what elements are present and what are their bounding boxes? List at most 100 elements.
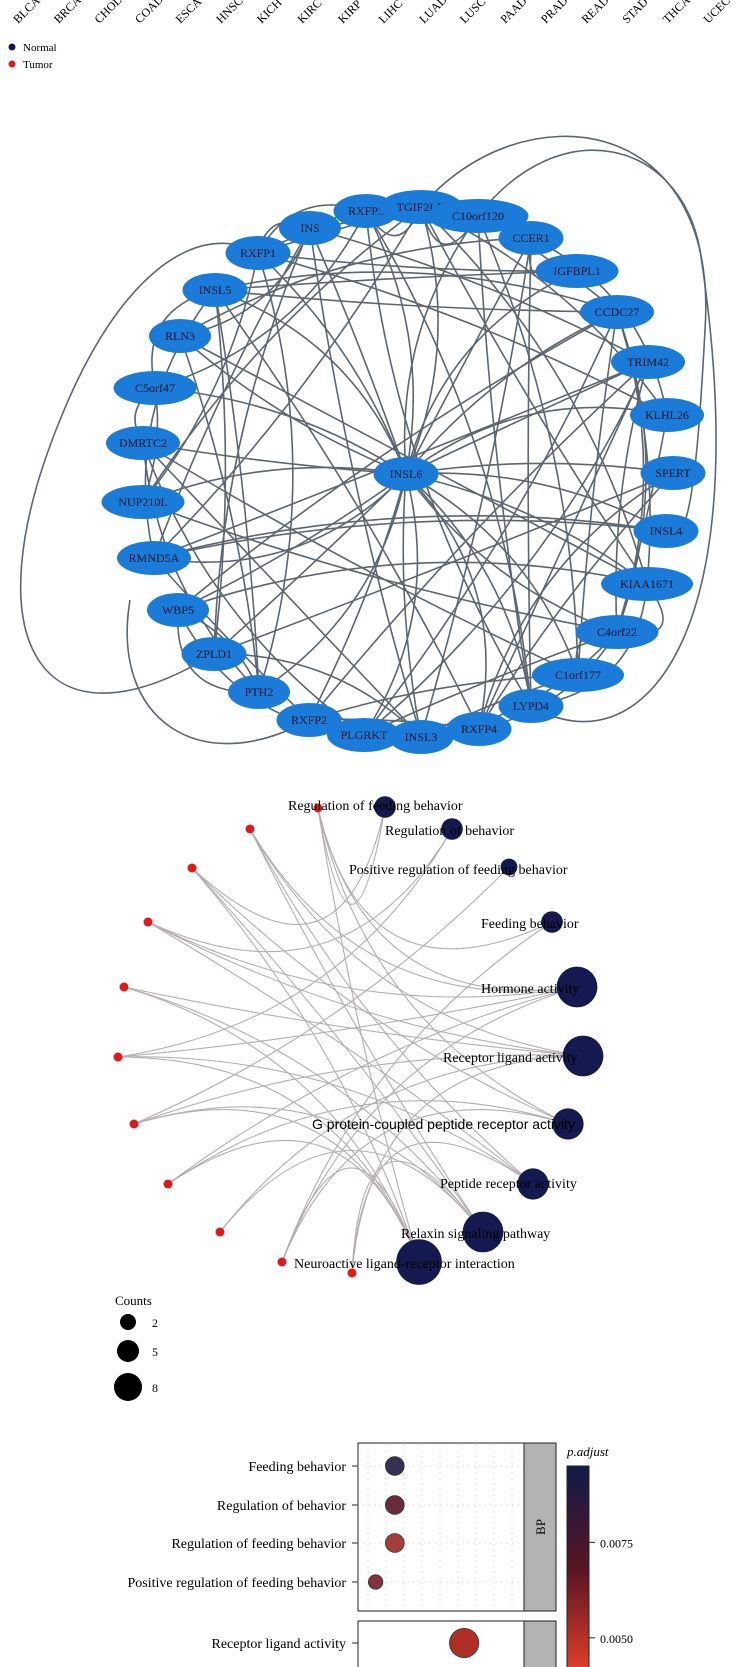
network-node-insl3: INSL3 bbox=[388, 720, 454, 754]
cancer-label-stad: STAD bbox=[619, 0, 651, 26]
network-node-c1orf177: C1orf177 bbox=[532, 658, 624, 692]
facet-strip-label: BP bbox=[533, 1519, 548, 1535]
cnet-edge bbox=[249, 828, 578, 992]
network-edge bbox=[420, 206, 648, 585]
cnet-edges bbox=[117, 806, 584, 1274]
network-node-shape bbox=[225, 236, 291, 270]
network-node-shape bbox=[117, 541, 191, 575]
network-node-shape bbox=[498, 689, 564, 723]
cnet-edge bbox=[123, 986, 484, 1233]
cnet-term-label: Neuroactive ligand-receptor interaction bbox=[294, 1257, 515, 1272]
network-node-shape bbox=[640, 456, 706, 490]
cnet-gene-node bbox=[313, 803, 323, 813]
dotplot-category-label: Receptor ligand activity bbox=[211, 1637, 346, 1652]
dotplot-point bbox=[384, 1533, 405, 1553]
counts-legend: Counts 2 5 8 bbox=[114, 1293, 158, 1401]
network-node-label: CCDC27 bbox=[595, 305, 640, 319]
dotplot-panel-bp bbox=[357, 1442, 525, 1612]
cnet-edge bbox=[317, 807, 569, 1125]
network-node-shape bbox=[149, 319, 211, 353]
network-edge bbox=[20, 242, 259, 694]
network-edge bbox=[258, 473, 407, 693]
network-node-label: KLHL26 bbox=[645, 408, 689, 422]
cnet-gene-node bbox=[143, 917, 153, 927]
network-edge bbox=[257, 252, 294, 693]
cancer-label-blca: BLCA bbox=[10, 0, 43, 26]
dotplot-point bbox=[384, 1456, 405, 1476]
network-edge bbox=[142, 501, 618, 633]
network-node-label: SPERT bbox=[655, 466, 691, 480]
network-node-label: CCER1 bbox=[512, 231, 549, 245]
network-node-label: INS bbox=[300, 221, 319, 235]
cnet-edge bbox=[249, 828, 484, 1233]
network-edge bbox=[478, 472, 674, 730]
network-edge bbox=[179, 335, 260, 693]
network-node-insl6: INSL6 bbox=[373, 457, 439, 491]
network-edge bbox=[405, 237, 532, 475]
network-edge bbox=[405, 270, 578, 475]
cnet-edge bbox=[281, 921, 553, 1263]
counts-legend-title: Counts bbox=[115, 1293, 152, 1308]
cnet-edge bbox=[351, 1160, 484, 1274]
network-edge bbox=[153, 206, 422, 559]
cnet-edge bbox=[133, 1109, 420, 1263]
network-edge bbox=[154, 210, 367, 389]
counts-legend-label-5: 5 bbox=[152, 1345, 158, 1359]
network-edge bbox=[405, 473, 487, 730]
network-edge bbox=[477, 215, 579, 676]
network-node-pth2: PTH2 bbox=[228, 675, 290, 709]
network-node-shape bbox=[181, 637, 247, 671]
cnet-gene-node bbox=[245, 824, 255, 834]
cnet-term-label: G protein-coupled peptide receptor activ… bbox=[312, 1116, 575, 1132]
cnet-term-node bbox=[517, 1168, 549, 1200]
network-edge bbox=[214, 289, 480, 730]
cnet-edge bbox=[147, 828, 453, 953]
cnet-gene-node bbox=[187, 863, 197, 873]
cnet-edge bbox=[317, 806, 386, 905]
cnet-edge bbox=[123, 986, 420, 1263]
cnet-edge bbox=[249, 828, 534, 1185]
cnet-edge bbox=[123, 986, 584, 1057]
dotplot-point bbox=[449, 1628, 480, 1659]
cnet-edge bbox=[191, 806, 386, 925]
network-node-insl4: INSL4 bbox=[633, 514, 699, 548]
network-node-label: DMRTC2 bbox=[119, 436, 167, 450]
cnet-gene-node bbox=[277, 1257, 287, 1267]
cancer-label-lihc: LIHC bbox=[376, 0, 406, 26]
network-edge bbox=[213, 289, 227, 655]
cnet-edge bbox=[117, 1056, 534, 1185]
network-node-c4orf22: C4orf22 bbox=[575, 615, 659, 649]
dotplot-point bbox=[367, 1574, 384, 1590]
cancer-label-chol: CHOL bbox=[91, 0, 124, 26]
cnet-nodes: Regulation of feeding behaviorRegulation… bbox=[113, 796, 604, 1285]
cnet-term-node bbox=[500, 858, 518, 876]
network-node-shape bbox=[575, 615, 659, 649]
network-node-insl5: INSL5 bbox=[182, 273, 248, 307]
cnet-edge bbox=[147, 921, 584, 1057]
network-node-shape bbox=[498, 221, 564, 255]
network-node-zpld1: ZPLD1 bbox=[181, 637, 247, 671]
network-node-label: WBP5 bbox=[162, 603, 194, 617]
network-node-rxfp1: RXFP1 bbox=[225, 236, 291, 270]
network-edge bbox=[214, 270, 578, 291]
network-node-shape bbox=[279, 211, 341, 245]
cancer-label-thca: THCA bbox=[660, 0, 693, 26]
cancer-label-kich: KICH bbox=[254, 0, 285, 26]
cnet-term-node bbox=[462, 1211, 504, 1253]
network-edge bbox=[257, 252, 668, 416]
cnet-term-label: Relaxin signaling pathway bbox=[401, 1227, 550, 1242]
network-edge bbox=[405, 361, 649, 475]
cnet-term-label: Peptide receptor activity bbox=[440, 1177, 577, 1192]
cnet-edge bbox=[249, 828, 584, 1057]
network-edge bbox=[405, 473, 648, 585]
colorbar bbox=[566, 1465, 590, 1667]
colorbar-tick-label: 0.0075 bbox=[600, 1536, 633, 1550]
network-node-shape bbox=[327, 718, 401, 752]
network-node-wbp5: WBP5 bbox=[147, 593, 209, 627]
network-node-shape bbox=[601, 567, 693, 601]
network-edge bbox=[308, 473, 407, 721]
network-edge bbox=[477, 149, 717, 723]
